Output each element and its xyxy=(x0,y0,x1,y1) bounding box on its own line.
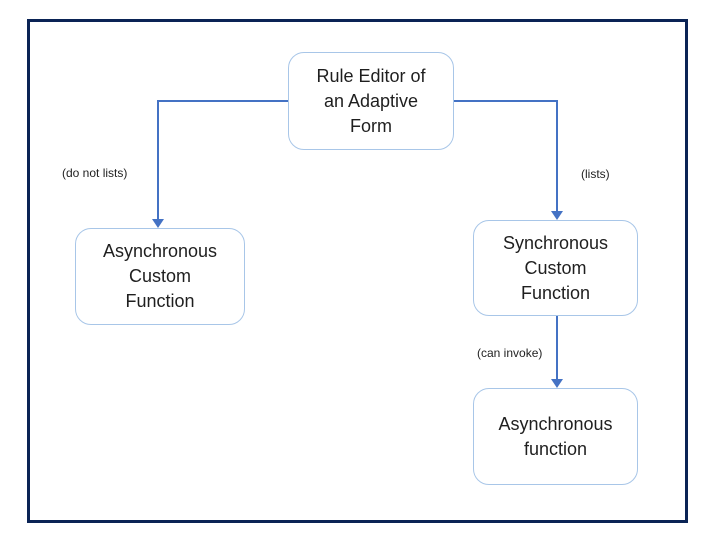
arrowhead-down-icon xyxy=(551,211,563,220)
arrowhead-down-icon xyxy=(152,219,164,228)
edge-rule-to-sync-horizontal-line xyxy=(454,100,557,102)
edge-rule-to-async-vertical-line xyxy=(157,100,159,219)
edge-sync-to-asyncfn-vertical-line xyxy=(556,316,558,379)
edge-label-do-not-lists: (do not lists) xyxy=(62,166,128,180)
edge-label-lists: (lists) xyxy=(581,167,610,181)
edge-rule-to-async-horizontal-line xyxy=(158,100,288,102)
edge-label-can-invoke: (can invoke) xyxy=(477,346,543,360)
edge-rule-to-sync-vertical-line xyxy=(556,100,558,211)
diagram-frame-border xyxy=(27,19,688,523)
arrowhead-down-icon xyxy=(551,379,563,388)
node-asynchronous-function: Asynchronous function xyxy=(473,388,638,485)
node-synchronous-custom-function: Synchronous Custom Function xyxy=(473,220,638,316)
node-asynchronous-custom-function: Asynchronous Custom Function xyxy=(75,228,245,325)
node-rule-editor: Rule Editor of an Adaptive Form xyxy=(288,52,454,150)
